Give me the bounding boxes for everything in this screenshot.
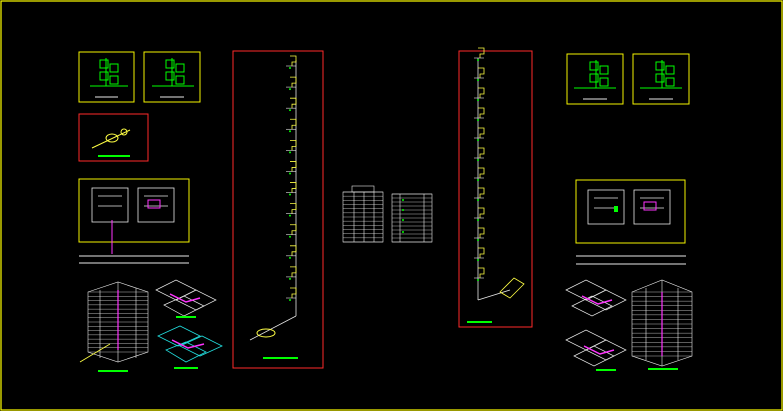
valve-detail-box <box>78 113 149 162</box>
pipe-line <box>581 295 613 305</box>
riser-branch <box>286 76 297 91</box>
riser-branch <box>474 167 485 181</box>
pipe-line <box>169 293 201 303</box>
elevation-floor-lines <box>392 193 432 243</box>
isometric-plan-right-upper <box>565 279 627 317</box>
detail-box-2 <box>143 51 201 103</box>
pipe-line <box>171 339 205 349</box>
isometric-plan-right-lower <box>565 329 627 367</box>
riser-branch <box>474 207 485 221</box>
elevation-markers <box>402 199 404 233</box>
riser-branch <box>286 203 297 217</box>
detail-box-4 <box>632 53 690 105</box>
detail-box-3 <box>566 53 624 105</box>
riser-diagram-left <box>232 50 324 369</box>
pipe-line <box>79 343 111 363</box>
riser-branch <box>286 245 297 259</box>
isometric-plan-white <box>155 279 217 317</box>
riser-branch <box>474 47 485 61</box>
riser-branch <box>474 67 485 81</box>
riser-branch <box>474 187 485 201</box>
riser-branch <box>474 107 485 121</box>
riser-branch <box>474 147 485 161</box>
pipe-line <box>583 345 615 355</box>
detail-box-1 <box>78 51 135 103</box>
elevation-floor-lines <box>343 191 383 243</box>
riser-branch <box>286 97 297 112</box>
riser-branch <box>474 127 485 141</box>
riser-branch <box>474 227 485 241</box>
riser-branch <box>286 118 297 133</box>
riser-branch <box>474 267 485 281</box>
riser-branch <box>474 247 485 261</box>
riser-branch <box>286 224 297 238</box>
riser-branch <box>286 182 297 196</box>
floor-plan-box-right <box>575 179 686 244</box>
floor-plan-box-left <box>78 178 190 254</box>
riser-diagram-right <box>458 47 533 328</box>
isometric-plan-cyan <box>157 325 223 363</box>
riser-branch <box>286 266 297 280</box>
riser-branch <box>286 55 297 69</box>
riser-branch <box>286 287 297 301</box>
riser-branch <box>474 87 485 101</box>
riser-branch <box>286 139 297 154</box>
riser-branch <box>286 161 297 175</box>
